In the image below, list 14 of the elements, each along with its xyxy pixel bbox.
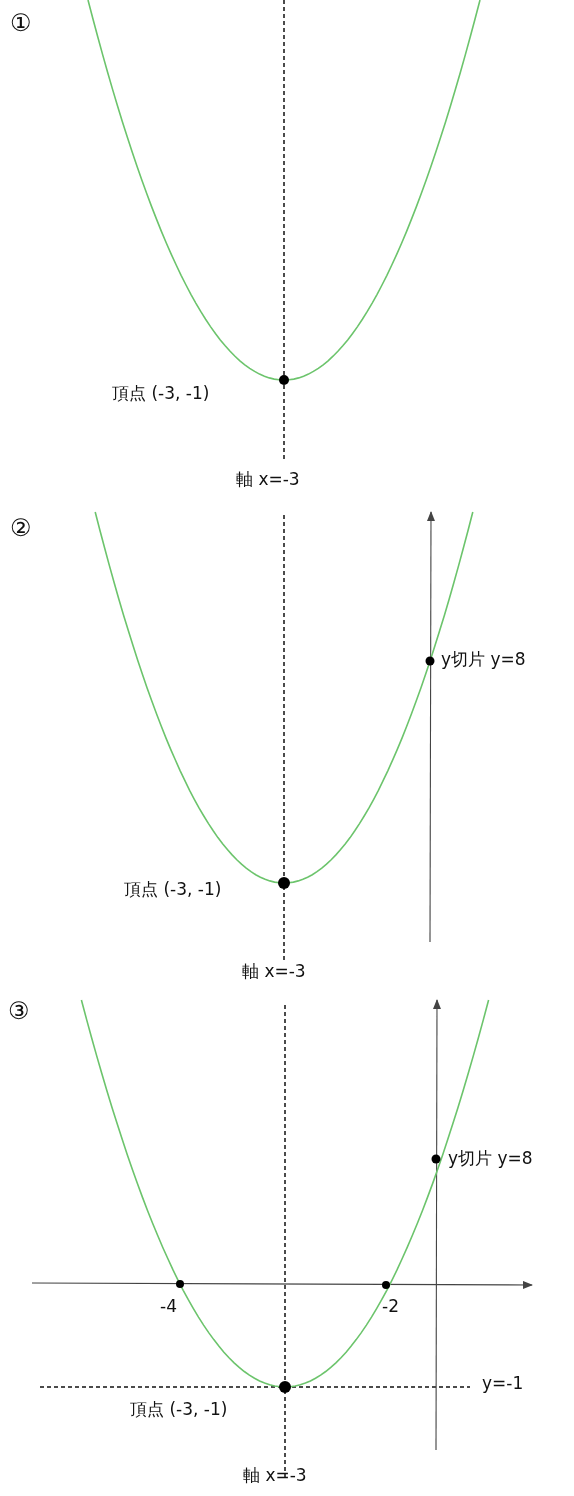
tick-label: -4 bbox=[160, 1297, 177, 1316]
point-label: 頂点 (-3, -1) bbox=[124, 880, 222, 899]
axis-label: 軸 x=-3 bbox=[236, 470, 300, 489]
panel-number: ② bbox=[10, 515, 32, 542]
panel-number: ① bbox=[10, 10, 32, 37]
tick-label: -2 bbox=[382, 1297, 399, 1316]
point-label: y切片 y=8 bbox=[448, 1149, 533, 1168]
panel-number: ③ bbox=[8, 998, 30, 1025]
point-label: y切片 y=8 bbox=[441, 650, 526, 669]
axis-label: 軸 x=-3 bbox=[242, 962, 306, 981]
axis-label: 軸 x=-3 bbox=[243, 1466, 307, 1485]
line-label: y=-1 bbox=[482, 1374, 524, 1393]
point-label: 頂点 (-3, -1) bbox=[112, 384, 210, 403]
point-label: 頂点 (-3, -1) bbox=[130, 1400, 228, 1419]
